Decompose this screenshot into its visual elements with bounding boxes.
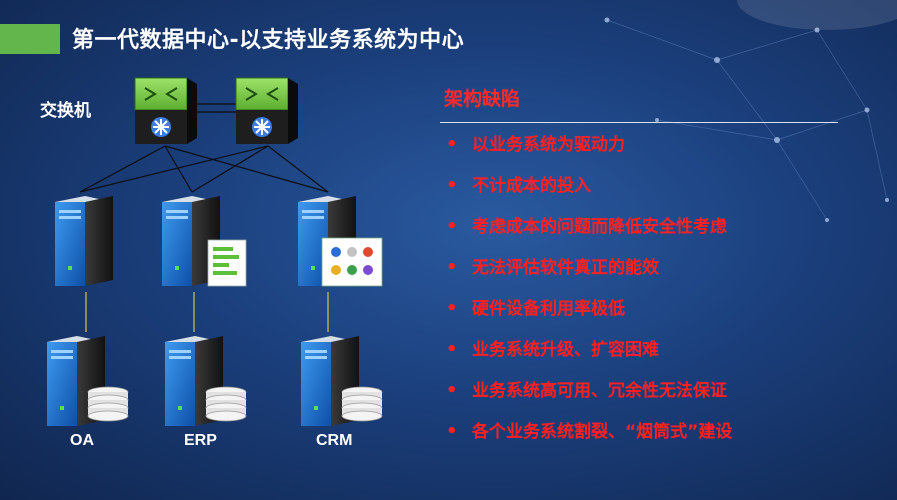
list-item: • 无法评估软件真正的能效 [446, 257, 732, 298]
bullet-icon: • [446, 134, 458, 155]
database-icon [341, 386, 383, 422]
vertical-links [85, 292, 329, 332]
bullet-icon: • [446, 339, 458, 360]
switch-icon [235, 77, 299, 145]
list-item-text: 以业务系统为驱动力 [472, 135, 625, 155]
list-item: • 不计成本的投入 [446, 175, 732, 216]
server-label-erp: ERP [184, 432, 217, 449]
database-icon [205, 386, 247, 422]
list-item-text: 无法评估软件真正的能效 [472, 258, 659, 278]
list-item: • 业务系统升级、扩容困难 [446, 339, 732, 380]
panel-title: 架构缺陷 [444, 88, 521, 110]
list-item-text: 硬件设备利用率极低 [472, 299, 625, 319]
list-item-text: 业务系统升级、扩容困难 [472, 340, 659, 360]
application-window-icon [321, 237, 383, 287]
list-item-text: 考虑成本的问题而降低安全性考虑 [472, 217, 727, 237]
list-item: • 业务系统高可用、冗余性无法保证 [446, 380, 732, 421]
database-icon [87, 386, 129, 422]
document-icon [207, 239, 247, 287]
switch-icon [134, 77, 198, 145]
list-item: • 各个业务系统割裂、“烟筒式”建设 [446, 421, 732, 462]
title-accent-bar [0, 24, 60, 54]
panel-divider [440, 122, 838, 123]
page-title: 第一代数据中心-以支持业务系统为中心 [72, 28, 465, 53]
bullet-icon: • [446, 175, 458, 196]
list-item-text: 不计成本的投入 [472, 176, 591, 196]
list-item: • 考虑成本的问题而降低安全性考虑 [446, 216, 732, 257]
server-label-oa: OA [70, 432, 94, 449]
list-item-text: 业务系统高可用、冗余性无法保证 [472, 381, 727, 401]
decorative-network-graphic [604, 0, 897, 222]
list-item: • 以业务系统为驱动力 [446, 134, 732, 175]
bullet-icon: • [446, 216, 458, 237]
network-diagram [47, 77, 383, 426]
server-label-crm: CRM [316, 432, 353, 449]
connection-lines [79, 103, 329, 193]
bullet-icon: • [446, 380, 458, 401]
server-icon [55, 196, 113, 286]
bullet-icon: • [446, 421, 458, 442]
list-item: • 硬件设备利用率极低 [446, 298, 732, 339]
bullet-icon: • [446, 298, 458, 319]
bullet-icon: • [446, 257, 458, 278]
switch-label: 交换机 [40, 101, 91, 121]
list-item-text: 各个业务系统割裂、“烟筒式”建设 [472, 422, 733, 442]
defect-list: • 以业务系统为驱动力 • 不计成本的投入 • 考虑成本的问题而降低安全性考虑 • 无法… [446, 134, 732, 462]
